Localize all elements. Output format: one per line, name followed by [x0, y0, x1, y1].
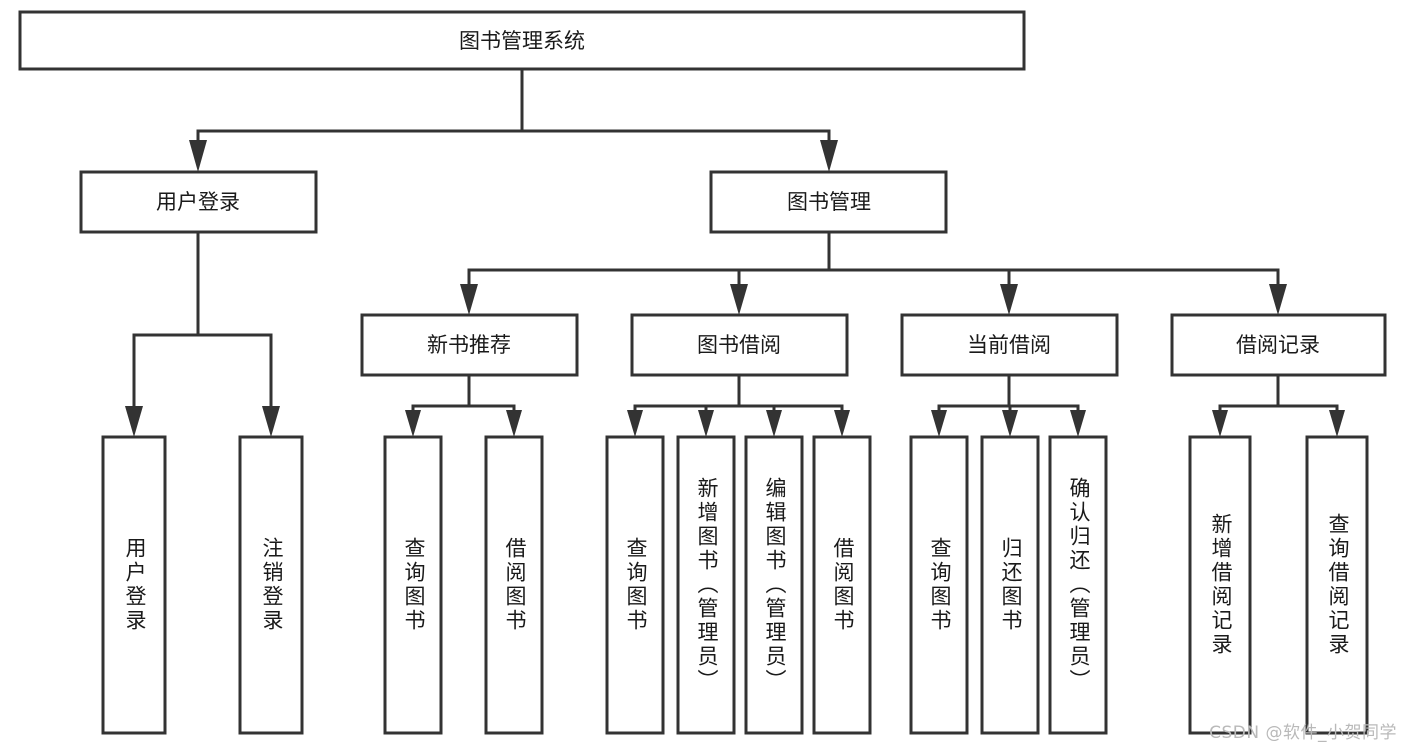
node-root-title-box[interactable] — [18, 10, 1026, 71]
arrow-head-leaf-borrow-book-1 — [506, 410, 522, 437]
node-user-login[interactable]: 用户登录 — [79, 170, 318, 234]
node-leaf-user-login[interactable]: 用户登录 — [101, 435, 167, 735]
node-leaf-borrow-book-1[interactable]: 借阅图书 — [484, 435, 544, 735]
node-leaf-add-borrow-record[interactable]: 新增借阅记录 — [1188, 435, 1252, 735]
arrow-head-leaf-add-borrow-record — [1212, 410, 1228, 437]
node-leaf-user-logout-box[interactable] — [238, 435, 304, 735]
arrow-head-leaf-borrow-book-2 — [834, 410, 850, 437]
node-book-borrow[interactable]: 图书借阅 — [630, 313, 849, 377]
arrow-head-leaf-query-borrow-record — [1329, 410, 1345, 437]
node-leaf-add-book-label: 新增图书（管理员） — [695, 477, 719, 693]
node-leaf-edit-book-box[interactable] — [744, 435, 804, 735]
node-root-title-label: 图书管理系统 — [459, 29, 585, 53]
node-new-book-recommend-label: 新书推荐 — [427, 333, 511, 357]
node-leaf-query-book-1-label: 查询图书 — [402, 537, 426, 633]
node-leaf-query-book-2-label: 查询图书 — [624, 537, 648, 633]
arrow-head-leaf-user-login — [125, 406, 143, 437]
node-borrow-record[interactable]: 借阅记录 — [1170, 313, 1387, 377]
node-leaf-user-login-label: 用户登录 — [123, 537, 147, 633]
arrow-head-leaf-confirm-return — [1070, 410, 1086, 437]
node-leaf-query-book-2-box[interactable] — [605, 435, 665, 735]
arrow-head-leaf-edit-book — [766, 410, 782, 437]
arrow-head-book-management — [820, 140, 838, 172]
node-book-borrow-label: 图书借阅 — [697, 333, 781, 357]
node-user-login-label: 用户登录 — [156, 190, 240, 214]
node-leaf-query-book-1[interactable]: 查询图书 — [383, 435, 443, 735]
node-leaf-query-book-3-box[interactable] — [909, 435, 969, 735]
arrow-head-leaf-query-book-2 — [627, 410, 643, 437]
arrow-head-new-book-recommend — [460, 284, 478, 315]
node-user-login-box[interactable] — [79, 170, 318, 234]
connector-group-current-borrow — [931, 373, 1086, 437]
node-leaf-query-book-3[interactable]: 查询图书 — [909, 435, 969, 735]
arrow-head-leaf-query-book-1 — [405, 410, 421, 437]
node-leaf-query-book-2[interactable]: 查询图书 — [605, 435, 665, 735]
arrow-head-leaf-return-book — [1002, 410, 1018, 437]
node-leaf-borrow-book-1-label: 借阅图书 — [503, 537, 527, 633]
node-leaf-query-book-1-box[interactable] — [383, 435, 443, 735]
node-leaf-edit-book-label: 编辑图书（管理员） — [763, 477, 787, 693]
node-current-borrow-box[interactable] — [900, 313, 1119, 377]
arrow-head-borrow-record — [1269, 284, 1287, 315]
node-borrow-record-label: 借阅记录 — [1236, 333, 1320, 357]
csdn-watermark: CSDN @软件_小贺同学 — [1209, 723, 1397, 743]
node-current-borrow-label: 当前借阅 — [967, 333, 1051, 357]
node-leaf-query-book-3-label: 查询图书 — [928, 537, 952, 633]
node-leaf-add-borrow-record-box[interactable] — [1188, 435, 1252, 735]
node-leaf-return-book-label: 归还图书 — [999, 537, 1023, 633]
connector-group-root — [189, 67, 838, 172]
node-current-borrow[interactable]: 当前借阅 — [900, 313, 1119, 377]
node-leaf-borrow-book-1-box[interactable] — [484, 435, 544, 735]
node-leaf-add-book-box[interactable] — [676, 435, 736, 735]
node-book-borrow-box[interactable] — [630, 313, 849, 377]
node-new-book-recommend-box[interactable] — [360, 313, 579, 377]
node-leaf-borrow-book-2-box[interactable] — [812, 435, 872, 735]
arrow-head-leaf-user-logout — [262, 406, 280, 437]
arrow-head-current-borrow — [1000, 284, 1018, 315]
connector-group-borrow-record — [1212, 373, 1345, 437]
node-leaf-query-borrow-record-label: 查询借阅记录 — [1326, 513, 1350, 657]
node-leaf-user-login-box[interactable] — [101, 435, 167, 735]
node-leaf-query-borrow-record-box[interactable] — [1305, 435, 1369, 735]
node-leaf-borrow-book-2-label: 借阅图书 — [831, 537, 855, 633]
node-leaf-confirm-return[interactable]: 确认归还（管理员） — [1048, 435, 1108, 735]
node-leaf-borrow-book-2[interactable]: 借阅图书 — [812, 435, 872, 735]
connector-group-book-management — [460, 230, 1287, 315]
node-new-book-recommend[interactable]: 新书推荐 — [360, 313, 579, 377]
connector-group-user-login — [125, 230, 280, 437]
node-leaf-add-borrow-record-label: 新增借阅记录 — [1209, 513, 1233, 657]
node-leaf-confirm-return-box[interactable] — [1048, 435, 1108, 735]
node-borrow-record-box[interactable] — [1170, 313, 1387, 377]
arrow-head-user-login — [189, 140, 207, 172]
connector-group-book-borrow — [627, 373, 850, 437]
node-leaf-user-logout[interactable]: 注销登录 — [238, 435, 304, 735]
arrow-head-leaf-query-book-3 — [931, 410, 947, 437]
node-book-management-box[interactable] — [709, 170, 948, 234]
node-leaf-add-book[interactable]: 新增图书（管理员） — [676, 435, 736, 735]
arrow-head-leaf-add-book — [698, 410, 714, 437]
node-leaf-query-borrow-record[interactable]: 查询借阅记录 — [1305, 435, 1369, 735]
node-leaf-return-book-box[interactable] — [980, 435, 1040, 735]
node-leaf-return-book[interactable]: 归还图书 — [980, 435, 1040, 735]
connector-group-new-book-recommend — [405, 373, 522, 437]
node-book-management-label: 图书管理 — [787, 190, 871, 214]
node-leaf-user-logout-label: 注销登录 — [260, 537, 284, 633]
node-leaf-edit-book[interactable]: 编辑图书（管理员） — [744, 435, 804, 735]
arrow-head-book-borrow — [730, 284, 748, 315]
node-leaf-confirm-return-label: 确认归还（管理员） — [1067, 477, 1091, 693]
node-root-title[interactable]: 图书管理系统 — [18, 10, 1026, 71]
node-book-management[interactable]: 图书管理 — [709, 170, 948, 234]
